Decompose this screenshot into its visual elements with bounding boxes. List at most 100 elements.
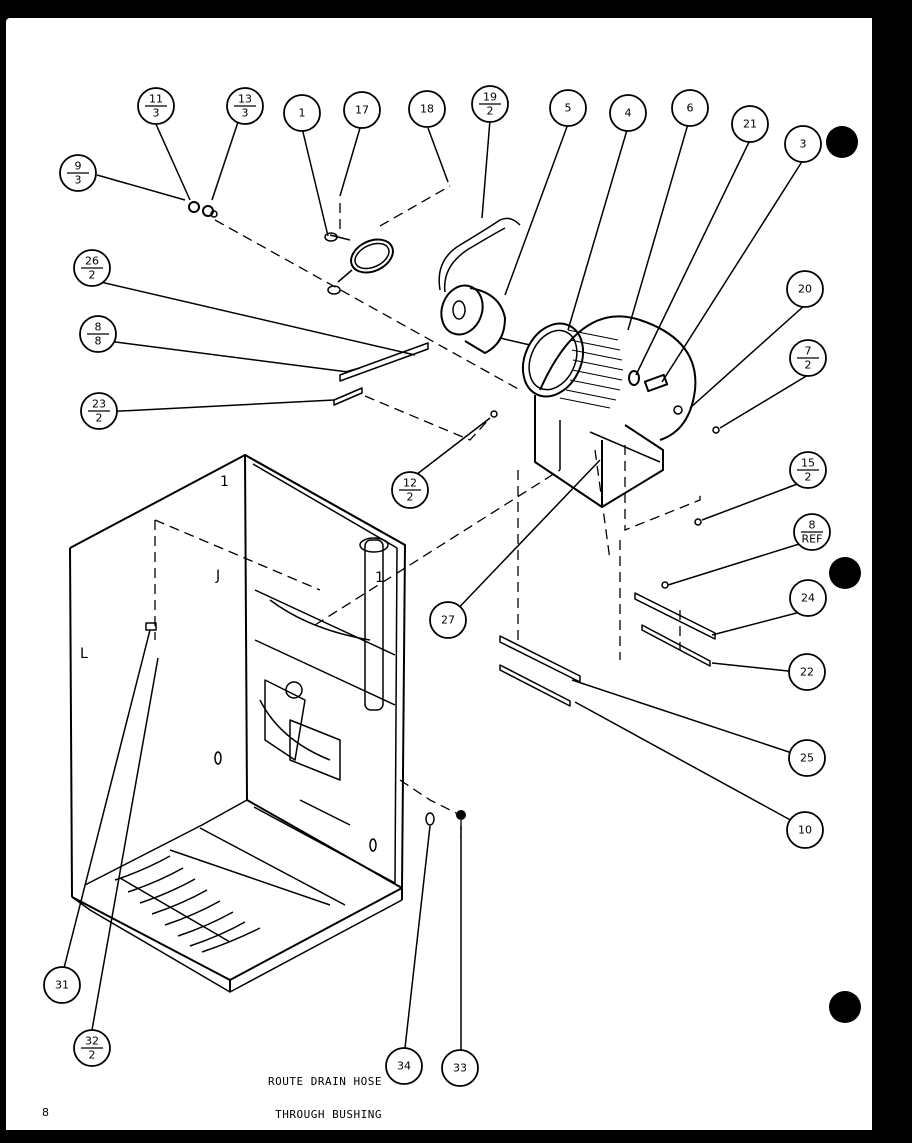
callout-circle xyxy=(609,94,647,132)
callout-page: 3 xyxy=(242,107,249,120)
callout-page: REF xyxy=(802,533,823,546)
callout-number: 31 xyxy=(55,979,69,992)
callout-circle xyxy=(408,90,446,128)
callout-page: 3 xyxy=(75,174,82,187)
leader-lines xyxy=(63,119,813,1052)
callout-circle xyxy=(283,94,321,132)
callout-page: 8 xyxy=(95,335,102,348)
callout-c9: 93 xyxy=(59,154,97,192)
callout-circle xyxy=(671,89,709,127)
callout-circle xyxy=(429,601,467,639)
svg-text:1: 1 xyxy=(220,474,229,490)
binder-hole-middle xyxy=(829,557,861,589)
callout-number: 4 xyxy=(625,107,632,120)
callout-number: 32 xyxy=(85,1035,99,1048)
callout-c20: 20 xyxy=(786,270,824,308)
callout-c15: 152 xyxy=(789,451,827,489)
callout-c27: 27 xyxy=(429,601,467,639)
svg-text:1: 1 xyxy=(375,570,384,586)
callout-c11: 113 xyxy=(137,87,175,125)
callout-c32: 322 xyxy=(73,1029,111,1067)
callout-number: 3 xyxy=(800,138,807,151)
callout-circle xyxy=(385,1047,423,1085)
callout-c23: 232 xyxy=(80,392,118,430)
callout-page: 3 xyxy=(153,107,160,120)
callout-number: 9 xyxy=(75,160,82,173)
callout-c26: 262 xyxy=(73,249,111,287)
callout-c33: 33 xyxy=(441,1049,479,1087)
callout-c3: 3 xyxy=(784,125,822,163)
callout-number: 21 xyxy=(743,118,757,131)
callout-number: 19 xyxy=(483,91,497,104)
callout-number: 17 xyxy=(355,104,369,117)
callout-circle xyxy=(789,579,827,617)
callout-circle xyxy=(788,739,826,777)
callout-number: 7 xyxy=(805,345,812,358)
callout-number: 34 xyxy=(397,1060,411,1073)
callout-number: 8 xyxy=(95,321,102,334)
callout-number: 6 xyxy=(687,102,694,115)
callout-c31: 31 xyxy=(43,966,81,1004)
callout-c4: 4 xyxy=(609,94,647,132)
callout-number: 1 xyxy=(299,107,306,120)
callout-c5: 5 xyxy=(549,89,587,127)
callout-circle xyxy=(784,125,822,163)
callout-page: 2 xyxy=(805,471,812,484)
callout-c13: 133 xyxy=(226,87,264,125)
callout-c22: 22 xyxy=(788,653,826,691)
callout-circle xyxy=(788,653,826,691)
callout-circle xyxy=(441,1049,479,1087)
callout-number: 12 xyxy=(403,477,417,490)
drain-hose-note-line1: ROUTE DRAIN HOSE xyxy=(268,1075,382,1088)
drain-hose-note: ROUTE DRAIN HOSE THROUGH BUSHING xyxy=(236,1054,382,1142)
callout-c19: 192 xyxy=(471,85,509,123)
binder-hole-top xyxy=(826,126,858,158)
binder-hole-bottom xyxy=(829,991,861,1023)
callout-c25: 25 xyxy=(788,739,826,777)
callout-c1: 1 xyxy=(283,94,321,132)
callout-circle xyxy=(786,270,824,308)
callout-circle xyxy=(43,966,81,1004)
callout-number: 23 xyxy=(92,398,106,411)
svg-text:L: L xyxy=(80,646,88,662)
callout-number: 8 xyxy=(809,519,816,532)
drain-hose-note-line2: THROUGH BUSHING xyxy=(275,1108,382,1121)
callout-c24: 24 xyxy=(789,579,827,617)
callout-c18: 18 xyxy=(408,90,446,128)
callout-number: 10 xyxy=(798,824,812,837)
svg-text:J: J xyxy=(215,568,220,584)
callout-c7: 72 xyxy=(789,339,827,377)
callout-number: 20 xyxy=(798,283,812,296)
callout-c34: 34 xyxy=(385,1047,423,1085)
assembly-lines xyxy=(154,185,701,838)
callout-page: 2 xyxy=(89,269,96,282)
callout-c6: 6 xyxy=(671,89,709,127)
callout-circle xyxy=(343,91,381,129)
callout-number: 13 xyxy=(238,93,252,106)
callout-page: 2 xyxy=(487,105,494,118)
callout-c10: 10 xyxy=(786,811,824,849)
callout-number: 33 xyxy=(453,1062,467,1075)
callout-number: 15 xyxy=(801,457,815,470)
callout-number: 18 xyxy=(420,103,434,116)
callout-number: 11 xyxy=(149,93,163,106)
callout-number: 22 xyxy=(800,666,814,679)
cabinet-drawing: L J 1 1 xyxy=(69,454,406,993)
callout-c21: 21 xyxy=(731,105,769,143)
callout-circle xyxy=(786,811,824,849)
page-number: 8 xyxy=(42,1106,49,1119)
callout-number: 5 xyxy=(565,102,572,115)
callout-c12: 122 xyxy=(391,471,429,509)
callout-number: 25 xyxy=(800,752,814,765)
callout-circle xyxy=(731,105,769,143)
callout-page: 2 xyxy=(96,412,103,425)
callout-page: 2 xyxy=(407,491,414,504)
callout-number: 26 xyxy=(85,255,99,268)
callout-c8a: 88 xyxy=(79,315,117,353)
callout-number: 24 xyxy=(801,592,815,605)
callout-number: 27 xyxy=(441,614,455,627)
